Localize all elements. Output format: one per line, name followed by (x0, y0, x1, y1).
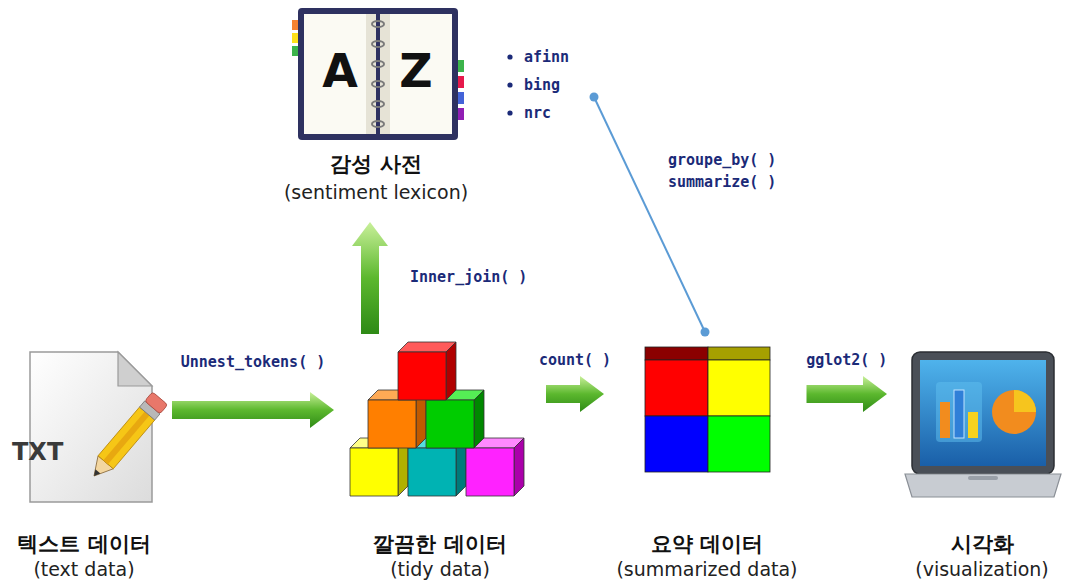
block-arrow-shape (172, 392, 334, 428)
pencil (86, 392, 167, 483)
summary-grid-icon (645, 416, 708, 472)
page-letter: Z (399, 44, 432, 99)
cube-stack-icon (350, 342, 524, 496)
pencil (98, 407, 155, 469)
node-title: 감성 사전 (330, 152, 421, 177)
laptop-chart-icon (905, 474, 1061, 497)
laptop-chart-icon (968, 476, 998, 480)
book-ring (372, 121, 384, 127)
laptop-chart-icon (954, 390, 964, 438)
list-bullet (507, 54, 512, 59)
lexicon-book-icon (304, 14, 376, 134)
node-title: 시각화 (951, 532, 1014, 557)
summary-grid-icon (708, 360, 770, 416)
book-ring (372, 101, 384, 107)
summary-grid-icon (708, 347, 770, 360)
node-subtitle: (visualization) (915, 558, 1049, 581)
cube-stack-icon (474, 390, 484, 448)
lexicon-book-icon (292, 8, 464, 140)
laptop-chart-icon (905, 352, 1061, 497)
connector-dot (590, 93, 599, 102)
block-arrow (546, 376, 604, 412)
node-subtitle: (sentiment lexicon) (284, 181, 468, 204)
summary-grid-icon (645, 347, 770, 472)
block-arrow (172, 392, 334, 428)
lexicon-name: nrc (524, 104, 551, 122)
book-ring (372, 61, 384, 67)
lexicon-name: afinn (524, 48, 569, 66)
visualization-node: 시각화(visualization) (893, 345, 1063, 583)
node-title: 요약 데이터 (651, 532, 763, 557)
summary-grid-icon (645, 360, 708, 416)
pencil (103, 412, 149, 465)
block-arrow (352, 222, 388, 334)
summary-grid-icon (708, 416, 770, 472)
text-file-icon (30, 352, 152, 502)
cube-stack-icon (368, 400, 416, 448)
lexicon-book-icon (366, 14, 376, 134)
block-arrow (807, 376, 888, 412)
summary-node: 요약 데이터(summarized data) (610, 332, 801, 583)
laptop-chart-icon (940, 402, 950, 438)
cube-stack-icon (398, 352, 446, 400)
list-bullet (507, 110, 512, 115)
node-title: 깔끔한 데이터 (373, 532, 506, 557)
book-ring (372, 21, 384, 127)
leader-connector (590, 93, 710, 337)
file-label: TXT (12, 438, 63, 467)
summary-grid-icon (645, 347, 708, 360)
block-arrow-shape (546, 376, 604, 412)
lexicon-book-icon (380, 14, 452, 134)
lexicon-book-icon (298, 8, 458, 140)
pencil (145, 392, 168, 414)
node-title: 텍스트 데이터 (17, 532, 150, 557)
connector-dot (701, 328, 710, 337)
lexicon-book-icon (380, 14, 390, 134)
tidy-data-node: 깔끔한 데이터(tidy data) (340, 340, 540, 583)
function-label: groupe_by( ) summarize( ) (668, 150, 808, 194)
laptop-chart-icon (912, 352, 1054, 474)
node-subtitle: (tidy data) (390, 558, 490, 581)
lexicon-name: bing (524, 76, 560, 94)
function-label: Unnest_tokens( ) (181, 352, 326, 374)
cube-stack-icon (466, 448, 514, 496)
laptop-chart-icon (992, 390, 1036, 434)
node-subtitle: (text data) (33, 558, 134, 581)
page-letter: A (322, 44, 358, 99)
connector-line (594, 97, 705, 332)
book-ring (372, 81, 384, 87)
cube-stack-icon (408, 448, 456, 496)
node-subtitle: (summarized data) (616, 558, 797, 581)
function-label: gglot2( ) (806, 350, 887, 372)
function-label: count( ) (539, 350, 611, 372)
laptop-chart-icon (1014, 390, 1036, 412)
list-bullet (507, 82, 512, 87)
laptop-chart-icon (920, 360, 1046, 466)
book-ring (372, 21, 384, 27)
cube-stack-icon (446, 342, 456, 400)
text-file-icon (118, 352, 152, 386)
function-label: Inner_join( ) (410, 267, 527, 289)
cube-stack-icon (514, 438, 524, 496)
book-ring (372, 41, 384, 47)
block-arrow-shape (352, 222, 388, 334)
laptop-chart-icon (968, 412, 978, 438)
block-arrow-shape (807, 376, 888, 412)
list-bullet (507, 54, 512, 115)
text-file-icon (30, 352, 168, 502)
laptop-chart-icon (936, 382, 982, 442)
cube-stack-icon (426, 400, 474, 448)
text-data-node: TXT 텍스트 데이터(text data) (2, 345, 166, 583)
cube-stack-icon (350, 448, 398, 496)
pencil (91, 469, 100, 478)
lexicon-node: AZ 감성 사전 (sentiment lexicon) afinn bing nrc (268, 2, 594, 216)
